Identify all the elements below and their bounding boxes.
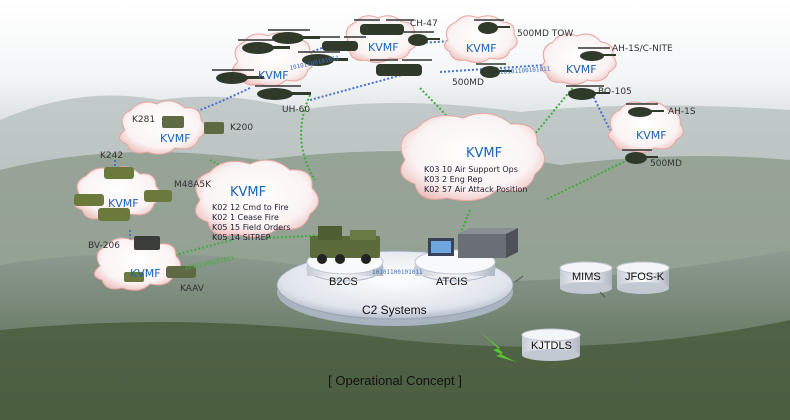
asset-label-ah1s-c-nite: AH-1S/C-NITE	[612, 44, 673, 54]
cloud-helo-center	[344, 15, 418, 64]
cloud-helo-far-right	[608, 101, 684, 154]
kvmf-label: KVMF	[466, 42, 497, 55]
asset-label-500md-tow: 500MD TOW	[517, 29, 574, 39]
system-label-atcis: ATCIS	[436, 276, 468, 288]
cloud-helo-right1	[444, 15, 518, 64]
asset-label-k281: K281	[132, 115, 156, 125]
cloud-ground-bottom	[94, 236, 181, 291]
asset-label-m48a5k: M48A5K	[174, 180, 212, 190]
system-label-jfos-k: JFOS-K	[625, 271, 665, 283]
asset-label-ch47: CH-47	[410, 19, 438, 29]
center-message-list: K03 10 Air Support Ops K03 2 Eng Rep K02…	[424, 165, 527, 195]
kvmf-label: KVMF	[130, 267, 161, 280]
kvmf-label: KVMF	[108, 197, 139, 210]
satellite-link-bolt	[478, 330, 516, 362]
terrain	[0, 95, 790, 420]
hub-label: C2 Systems	[362, 303, 427, 317]
asset-label-k200: K200	[230, 123, 254, 133]
cloud-messages-left	[195, 159, 319, 238]
message-item: K02 1 Cease Fire	[212, 213, 279, 222]
asset-label-k242: K242	[100, 151, 124, 161]
atcis-workstation	[428, 228, 518, 258]
message-item: K05 14 SITREP	[212, 233, 271, 242]
system-label-kjtdls: KJTDLS	[531, 340, 572, 352]
left-message-list: K02 12 Cmd to Fire K02 1 Cease Fire K05 …	[212, 203, 291, 243]
asset-label-500md: 500MD	[452, 78, 484, 88]
link-binary-4: 10101100101011	[500, 65, 551, 76]
kvmf-label: KVMF	[368, 41, 399, 54]
kvmf-label: KVMF	[160, 132, 191, 145]
kvmf-label: KVMF	[466, 146, 503, 161]
kvmf-label: KVMF	[636, 129, 667, 142]
peripheral-systems	[514, 261, 670, 361]
cloud-messages-center	[400, 112, 545, 202]
cloud-helo-right2	[541, 33, 617, 86]
system-label-b2cs: B2CS	[329, 276, 358, 288]
helicopters	[212, 19, 664, 164]
ground-vehicles	[74, 116, 224, 282]
cloud-ground-top	[119, 100, 206, 155]
message-item: K02 57 Air Attack Position	[424, 185, 528, 194]
message-item: K05 15 Field Orders	[212, 223, 291, 232]
kvmf-label: KVMF	[566, 63, 597, 76]
message-item: K03 2 Eng Rep	[424, 175, 483, 184]
asset-label-bo105: BO-105	[598, 87, 632, 97]
b2cs-vehicle	[310, 226, 380, 264]
asset-label-500md-2: 500MD	[650, 159, 682, 169]
diagram-caption: [ Operational Concept ]	[328, 373, 462, 388]
c2-hub-disc	[276, 249, 514, 326]
kvmf-label: KVMF	[230, 185, 267, 200]
kvmf-label: KVMF	[258, 69, 289, 82]
link-binary-2: 10101100101011	[372, 269, 423, 276]
message-item: K02 12 Cmd to Fire	[212, 203, 289, 212]
asset-label-uh60: UH-60	[282, 105, 311, 115]
message-item: K03 10 Air Support Ops	[424, 165, 518, 174]
asset-label-bv206: BV-206	[88, 241, 120, 251]
asset-label-kaav: KAAV	[180, 284, 204, 294]
asset-label-ah1s: AH-1S	[668, 107, 696, 117]
system-label-mims: MIMS	[572, 271, 601, 283]
